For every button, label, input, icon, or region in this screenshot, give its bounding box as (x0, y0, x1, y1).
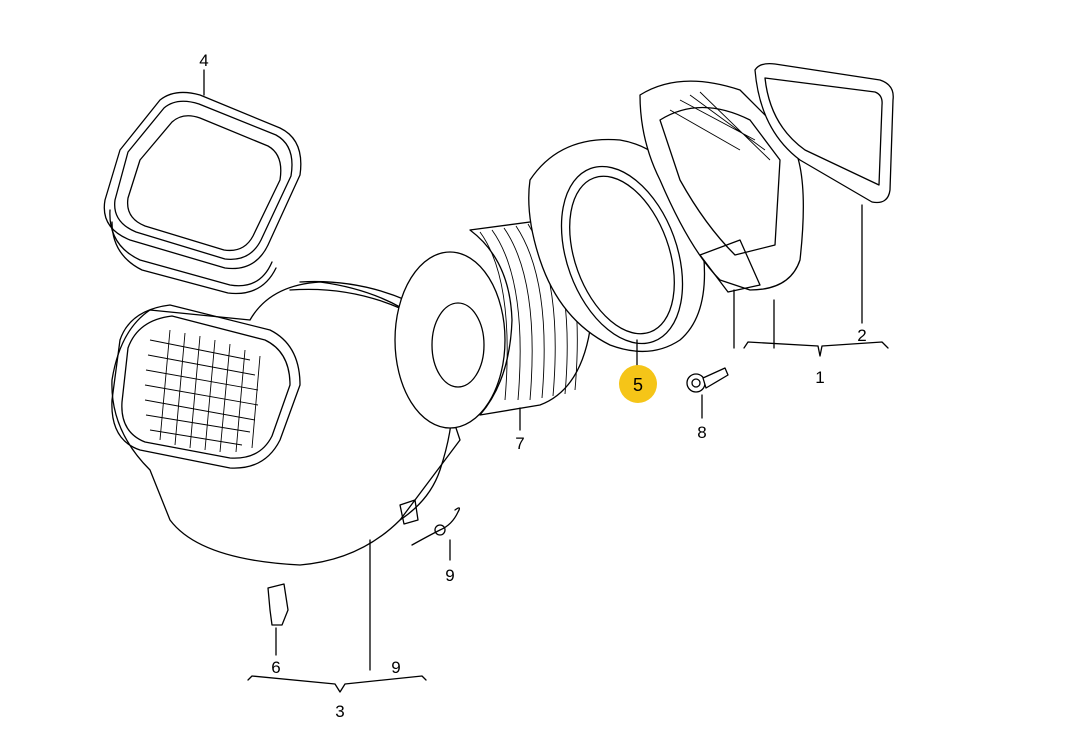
callout-7: 7 (515, 434, 524, 453)
part-5-retaining-ring[interactable] (528, 138, 706, 361)
part-4-seal-ring[interactable] (103, 91, 302, 295)
callout-5[interactable]: 5 (633, 375, 643, 395)
callout-9-housing: 9 (391, 658, 400, 677)
callout-8: 8 (697, 423, 706, 442)
part-6-clip[interactable] (267, 583, 289, 626)
part-2-gasket[interactable] (754, 62, 894, 204)
callout-9-clip: 9 (445, 566, 454, 585)
part-9-spring-clip[interactable] (411, 507, 461, 546)
leader-lines (203, 69, 889, 693)
callout-4: 4 (199, 51, 208, 70)
callout-6: 6 (271, 658, 280, 677)
part-1-blower-housing[interactable] (639, 80, 804, 293)
part-8-bolt[interactable] (686, 367, 729, 393)
callout-3: 3 (335, 702, 344, 721)
callout-2: 2 (857, 326, 866, 345)
callout-5-highlight (619, 365, 657, 403)
callout-1: 1 (815, 368, 824, 387)
